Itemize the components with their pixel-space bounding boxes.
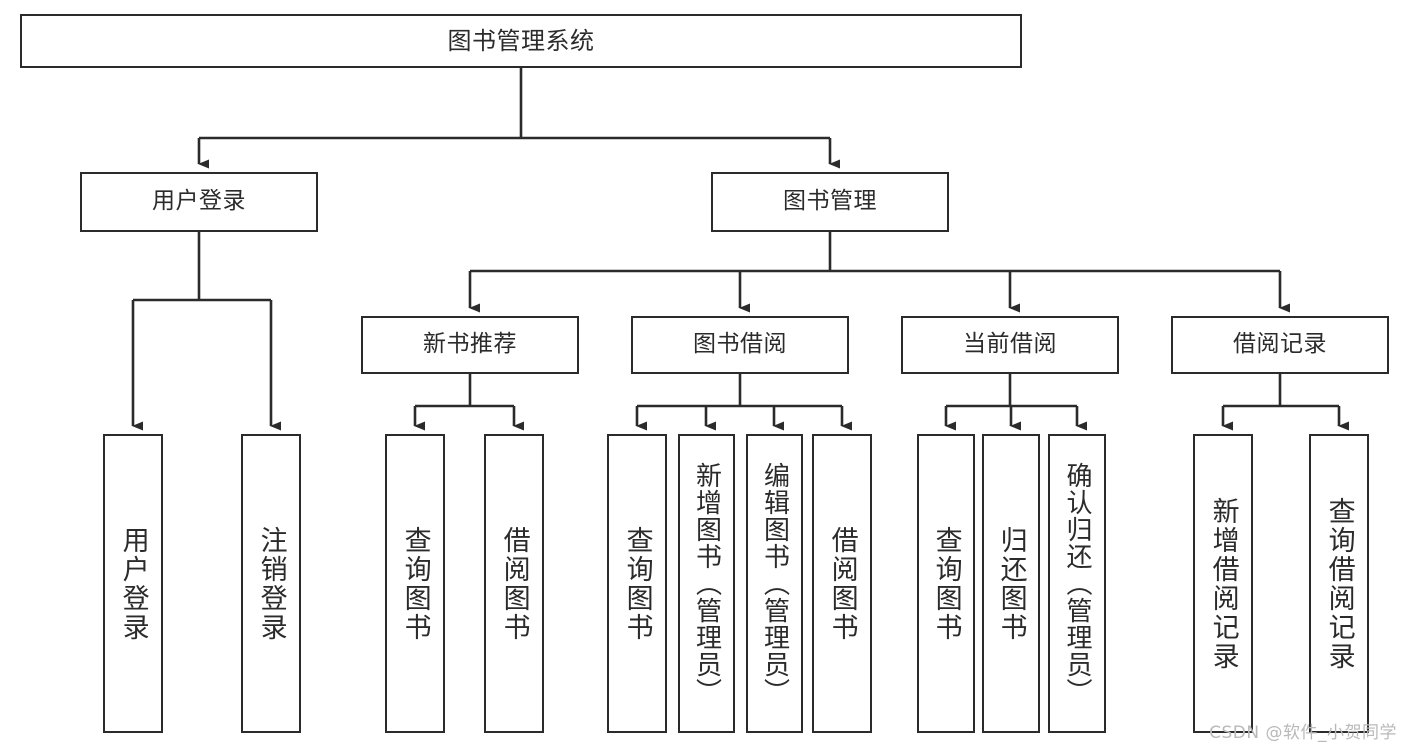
- node-label: 图书管理: [783, 188, 877, 215]
- node-label: 新增借阅记录: [1207, 496, 1239, 671]
- node-leaf-query-book-1[interactable]: 查询图书: [385, 434, 445, 733]
- node-leaf-logout-login[interactable]: 注销登录: [241, 434, 301, 733]
- node-book-borrow[interactable]: 图书借阅: [631, 316, 849, 374]
- node-leaf-add-borrow-record[interactable]: 新增借阅记录: [1193, 434, 1253, 733]
- node-leaf-edit-book-admin[interactable]: 编辑图书（管理员）: [746, 434, 803, 733]
- node-leaf-query-book-2[interactable]: 查询图书: [607, 434, 667, 733]
- node-leaf-return-book[interactable]: 归还图书: [982, 434, 1040, 733]
- node-leaf-borrow-book-1[interactable]: 借阅图书: [484, 434, 544, 733]
- node-label: 当前借阅: [963, 331, 1057, 358]
- node-label: 借阅图书: [498, 525, 530, 642]
- node-label: 确认归还（管理员）: [1062, 462, 1093, 705]
- node-current-borrow[interactable]: 当前借阅: [901, 316, 1119, 374]
- node-user-login[interactable]: 用户登录: [80, 172, 318, 232]
- watermark-text: CSDN @软件_小贺同学: [1209, 723, 1397, 743]
- node-label: 图书管理系统: [447, 26, 595, 55]
- node-leaf-query-book-3[interactable]: 查询图书: [917, 434, 975, 733]
- node-label: 借阅记录: [1233, 331, 1327, 358]
- node-label: 查询图书: [930, 525, 962, 642]
- node-label: 编辑图书（管理员）: [759, 462, 790, 705]
- node-leaf-add-book-admin[interactable]: 新增图书（管理员）: [678, 434, 735, 733]
- node-book-manage[interactable]: 图书管理: [711, 172, 949, 232]
- node-root-system[interactable]: 图书管理系统: [20, 14, 1022, 68]
- node-borrow-record[interactable]: 借阅记录: [1171, 316, 1389, 374]
- node-label: 查询图书: [399, 525, 431, 642]
- node-label: 注销登录: [255, 525, 287, 642]
- node-leaf-confirm-return-admin[interactable]: 确认归还（管理员）: [1048, 434, 1106, 733]
- node-leaf-user-login[interactable]: 用户登录: [103, 434, 163, 733]
- node-label: 借阅图书: [826, 525, 858, 642]
- node-label: 归还图书: [995, 525, 1027, 642]
- node-label: 用户登录: [117, 525, 149, 642]
- node-label: 新书推荐: [423, 331, 517, 358]
- node-leaf-query-borrow-record[interactable]: 查询借阅记录: [1309, 434, 1369, 733]
- node-label: 查询图书: [621, 525, 653, 642]
- node-label: 用户登录: [152, 188, 246, 215]
- node-label: 查询借阅记录: [1323, 496, 1355, 671]
- node-label: 新增图书（管理员）: [691, 462, 722, 705]
- node-leaf-borrow-book-2[interactable]: 借阅图书: [812, 434, 872, 733]
- node-label: 图书借阅: [693, 331, 787, 358]
- node-new-book-recommend[interactable]: 新书推荐: [361, 316, 579, 374]
